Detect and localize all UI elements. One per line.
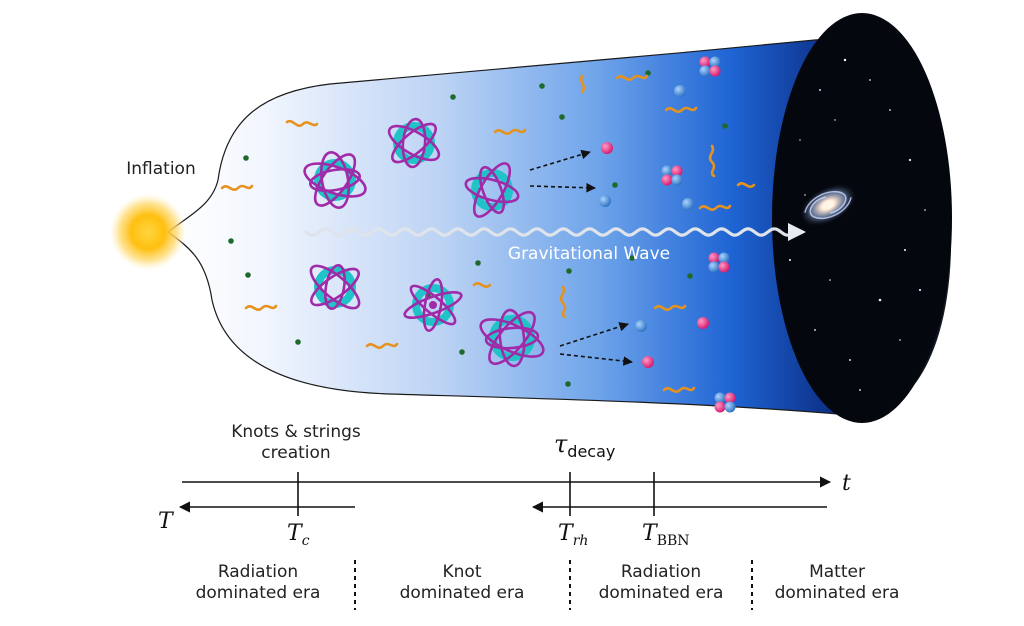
- proton-icon: [642, 356, 654, 368]
- star-field: [789, 58, 926, 391]
- particle-dots: [228, 70, 728, 387]
- proton-icon: [601, 142, 613, 154]
- knot-icon: [403, 278, 463, 332]
- era-separators: [354, 560, 753, 610]
- galaxy-icon: [800, 184, 856, 226]
- knot-icon: [303, 151, 367, 209]
- string-bits: [220, 74, 756, 393]
- Tc-label: Tc: [287, 521, 310, 549]
- nucleus-icon: [708, 252, 730, 273]
- era-4-line-2: dominated era: [775, 583, 900, 603]
- nucleus-icon: [661, 165, 683, 186]
- knot-icon: [464, 162, 520, 218]
- Trh-label: Trh: [558, 521, 588, 549]
- space-cap: [772, 13, 952, 423]
- decay-arrows: [529, 149, 633, 366]
- neutron-icon: [674, 85, 686, 97]
- sun-icon: [110, 194, 186, 270]
- proton-icon: [697, 317, 709, 329]
- wave-icon: [304, 223, 806, 241]
- tau-decay-label: τdecay: [554, 430, 615, 461]
- time-axis-label: t: [842, 471, 851, 496]
- era-2-line-1: Knot: [443, 562, 482, 582]
- TBBN-label: TBBN: [642, 521, 690, 549]
- era-4-line-1: Matter: [809, 562, 865, 582]
- era-3-line-1: Radiation: [621, 562, 701, 582]
- era-1-line-2: dominated era: [196, 583, 321, 603]
- nucleus-icon: [699, 56, 721, 77]
- gravitational-wave-label: Gravitational Wave: [508, 244, 670, 264]
- knots-creation-label-2: creation: [261, 443, 330, 463]
- inflation-label: Inflation: [126, 159, 195, 179]
- temperature-axis-label: T: [158, 509, 175, 534]
- knot-icon: [479, 308, 545, 368]
- knots-creation-label-1: Knots & strings: [231, 422, 361, 442]
- neutron-icon: [682, 198, 694, 210]
- era-3-line-2: dominated era: [599, 583, 724, 603]
- neutron-icon: [599, 195, 611, 207]
- nucleus-icon: [714, 392, 736, 413]
- era-2-line-2: dominated era: [400, 583, 525, 603]
- knot-icon: [309, 263, 361, 311]
- particles: [599, 85, 709, 368]
- neutron-icon: [635, 320, 647, 332]
- era-1-line-1: Radiation: [218, 562, 298, 582]
- knot-icon: [387, 117, 441, 169]
